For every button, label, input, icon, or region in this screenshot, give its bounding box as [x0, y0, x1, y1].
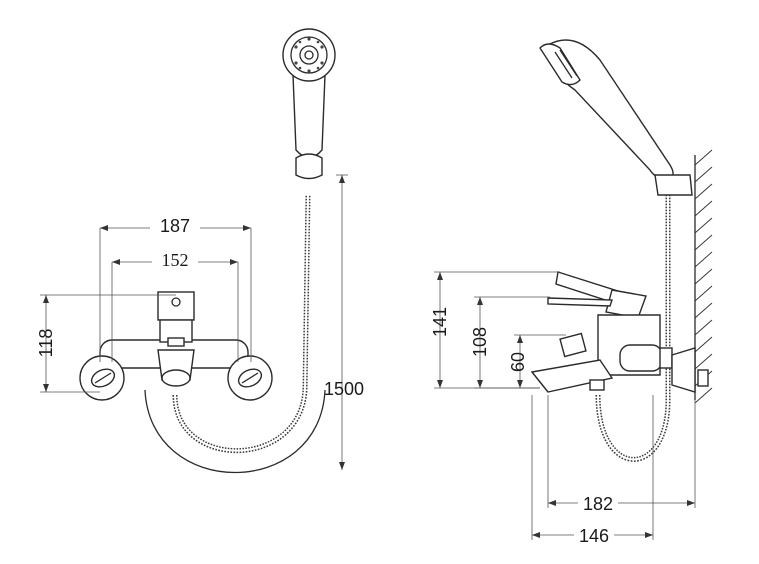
hose-swing-arc — [144, 389, 326, 474]
side-view: 141 108 60 182 — [430, 39, 713, 546]
dim-label-118: 118 — [36, 329, 56, 358]
hose-icon — [172, 194, 311, 454]
wall-hatch-icon — [694, 149, 713, 404]
dim-1500: 1500 — [324, 174, 364, 470]
dim-label-182: 182 — [583, 494, 613, 514]
dim-182: 182 — [547, 395, 696, 514]
dim-label-187: 187 — [160, 216, 190, 236]
hand-shower-side — [539, 39, 693, 196]
dim-label-141: 141 — [430, 307, 450, 337]
dim-146: 146 — [531, 395, 654, 546]
dim-60: 60 — [508, 334, 566, 389]
front-view: 187 152 118 1500 — [36, 28, 364, 474]
mixer-body-side — [530, 271, 709, 393]
dim-label-108: 108 — [470, 327, 490, 357]
dim-label-60: 60 — [508, 352, 528, 372]
mixer-body-front — [79, 291, 273, 401]
dim-118: 118 — [36, 294, 176, 393]
dim-label-1500: 1500 — [324, 379, 364, 399]
dim-187: 187 — [99, 212, 252, 362]
dim-label-146: 146 — [579, 526, 609, 546]
hand-shower-icon — [282, 28, 336, 180]
dim-label-152: 152 — [162, 250, 189, 270]
dim-152: 152 — [111, 248, 239, 362]
dim-108: 108 — [470, 296, 550, 389]
